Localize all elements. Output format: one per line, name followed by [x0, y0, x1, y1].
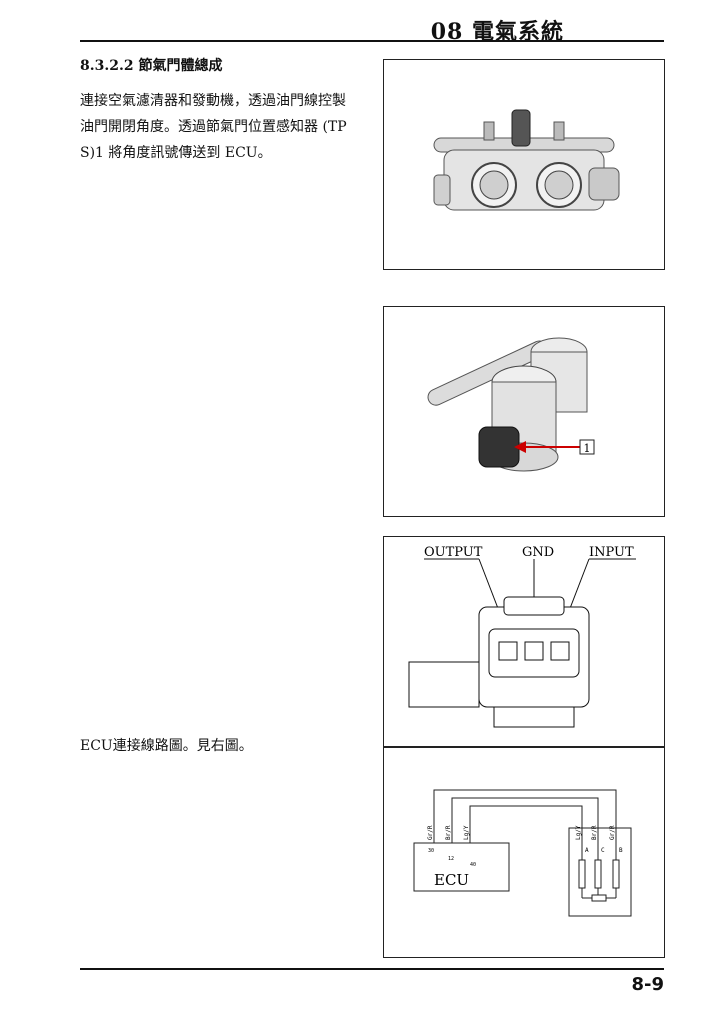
wiring-note: ECU連接線路圖。見右圖。: [80, 738, 253, 754]
wire-label: Br/R: [445, 825, 452, 840]
wire-label: Gr/R: [609, 825, 616, 840]
wire-label: Br/R: [591, 825, 598, 840]
header-rule: [80, 40, 664, 42]
input-label: INPUT: [589, 545, 634, 560]
connector-drawing: OUTPUT GND INPUT: [408, 545, 636, 728]
wire-label: Lg/Y: [463, 825, 470, 840]
paragraph-line: S)1 將角度訊號傳送到 ECU。: [80, 145, 272, 161]
wire-label: Gr/R: [427, 825, 434, 840]
connector-pinout-figure: OUTPUT GND INPUT: [383, 536, 665, 747]
throttle-body-drawing: [433, 109, 620, 211]
section-paragraph: 連接空氣濾清器和發動機，透過油門線控製 油門開閉角度。透過節氣門位置感知器 (T…: [80, 88, 370, 166]
sensor-pin: C: [601, 847, 605, 854]
throttle-body-figure: [383, 59, 665, 270]
gnd-label: GND: [522, 545, 554, 560]
sensor-pin: B: [619, 847, 623, 854]
ecu-label: ECU: [434, 871, 469, 889]
paragraph-line: 連接空氣濾清器和發動機，透過油門線控製: [80, 93, 346, 109]
tps-location-figure: 1: [383, 306, 665, 517]
wire-label: Lg/Y: [575, 825, 582, 840]
callout-number: 1: [584, 442, 591, 455]
ecu-pin: 12: [448, 856, 454, 862]
section-title: 8.3.2.2 節氣門體總成: [80, 58, 223, 74]
output-label: OUTPUT: [424, 545, 483, 560]
ecu-pin: 30: [428, 848, 434, 854]
sensor-pin: A: [585, 847, 589, 854]
footer-rule: [80, 968, 664, 970]
ecu-pin: 40: [470, 862, 476, 868]
wiring-diagram: ECU Gr/R Br/R Lg/Y Lg/Y Br/R Gr/R 30 12 …: [413, 789, 632, 917]
page-number: 8-9: [631, 974, 664, 995]
tps-location-drawing: 1: [427, 337, 595, 472]
paragraph-line: 油門開閉角度。透過節氣門位置感知器 (TP: [80, 119, 347, 135]
ecu-wiring-figure: ECU Gr/R Br/R Lg/Y Lg/Y Br/R Gr/R 30 12 …: [383, 747, 665, 958]
